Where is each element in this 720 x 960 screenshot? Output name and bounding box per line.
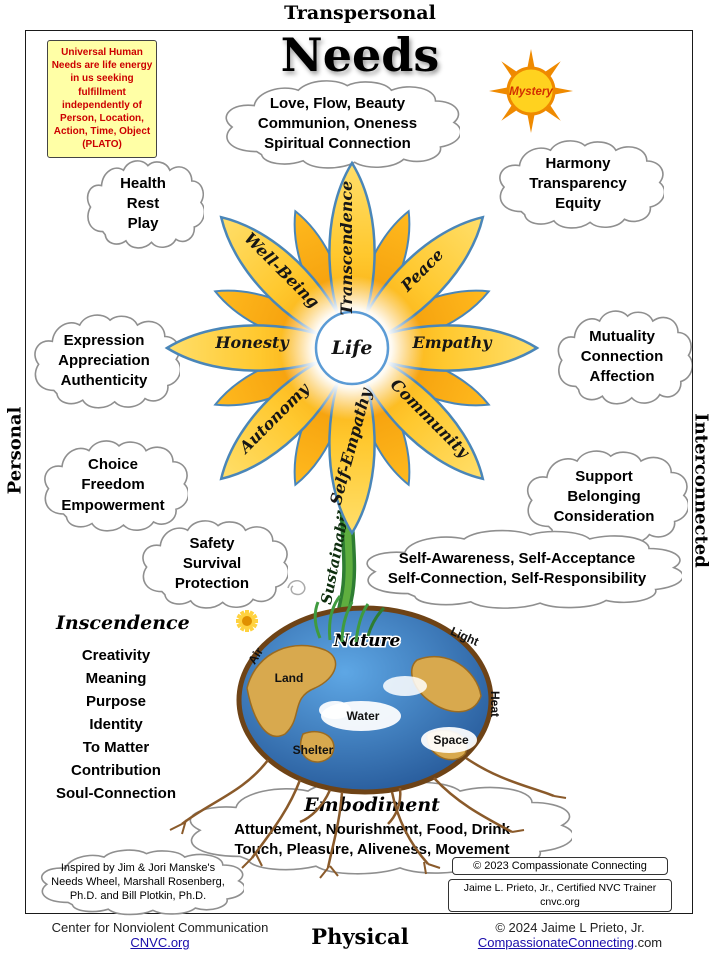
need-line: Support: [575, 467, 633, 485]
list-item: Creativity: [81, 647, 151, 664]
copyright-2024: © 2024 Jaime L Prieto, Jr.: [495, 920, 645, 935]
cnvc-link[interactable]: CNVC.org: [130, 935, 190, 950]
list-item: Identity: [89, 716, 143, 733]
inscendence-heading: Inscendence: [56, 612, 190, 634]
need-line: Rest: [126, 194, 160, 212]
cloud-shape: [136, 518, 288, 610]
trainer-name: Jaime L. Prieto, Jr., Certified NVC Trai…: [463, 882, 657, 894]
list-item: Purpose: [85, 693, 146, 710]
edge-label-interconnected: Interconnected: [690, 413, 712, 568]
credit-line: Ph.D. and Bill Plotkin, Ph.D.: [69, 890, 207, 903]
need-line: Transparency: [529, 174, 627, 192]
need-line: Attunement, Nourishment, Food, Drink: [234, 821, 510, 839]
need-line: Love, Flow, Beauty: [269, 94, 406, 112]
credit-line: Inspired by Jim & Jori Manske's: [60, 861, 216, 874]
link-suffix: .com: [633, 935, 663, 950]
need-line: Play: [127, 215, 159, 233]
compassionate-connecting-link[interactable]: CompassionateConnecting: [477, 935, 634, 950]
embodiment-heading: Embodiment: [304, 794, 440, 817]
footer-copyright: © 2024 Jaime L Prieto, Jr. Compassionate…: [430, 920, 710, 950]
need-line: Self-Awareness, Self-Acceptance: [398, 549, 636, 567]
need-line: Health: [120, 174, 166, 192]
page-title: Needs: [280, 28, 440, 82]
cloud-safety: Safety Survival Protection: [136, 518, 288, 610]
plato-note: Universal Human Needs are life energy in…: [47, 40, 157, 158]
cloud-self-awareness: Self-Awareness, Self-Acceptance Self-Con…: [352, 528, 682, 610]
copyright-2023-box: © 2023 Compassionate Connecting: [452, 857, 668, 875]
cloud-health: Health Rest Play: [82, 158, 204, 250]
cloud-spiritual-connection: Love, Flow, Beauty Communion, Oneness Sp…: [215, 78, 460, 170]
need-line: Authenticity: [60, 372, 148, 390]
cloud-shape: [492, 138, 664, 230]
need-line: Mutuality: [589, 327, 655, 345]
poster-border: [25, 30, 693, 914]
need-line: Protection: [174, 575, 250, 593]
cloud-shape: [352, 528, 682, 610]
need-line: Connection: [580, 347, 664, 365]
need-line: Survival: [182, 554, 242, 572]
cloud-support: Support Belonging Consideration: [520, 448, 688, 546]
list-item: To Matter: [82, 739, 150, 756]
cloud-harmony: Harmony Transparency Equity: [492, 138, 664, 230]
cloud-mutuality: Mutuality Connection Affection: [552, 308, 692, 406]
need-line: Communion, Oneness: [257, 114, 418, 132]
cnvc-org-text: cnvc.org: [540, 895, 580, 908]
need-line: Safety: [189, 534, 235, 552]
need-line: Affection: [589, 368, 655, 386]
need-line: Self-Connection, Self-Responsibility: [387, 570, 647, 587]
cloud-shape: [215, 78, 460, 170]
list-item: Contribution: [71, 762, 161, 779]
need-line: Equity: [555, 195, 601, 213]
need-line: Harmony: [545, 154, 611, 172]
inscendence-list: Creativity Meaning Purpose Identity To M…: [30, 644, 202, 805]
need-line: Freedom: [81, 476, 145, 494]
need-line: Consideration: [553, 508, 655, 526]
cnvc-title: Center for Nonviolent Communication: [51, 920, 269, 935]
list-item: Meaning: [85, 670, 147, 687]
trainer-credit-box: Jaime L. Prieto, Jr., Certified NVC Trai…: [448, 879, 672, 913]
need-line: Empowerment: [61, 496, 165, 514]
need-line: Expression: [63, 331, 145, 349]
list-item: Soul-Connection: [56, 785, 176, 802]
cloud-inspired-by: Inspired by Jim & Jori Manske's Needs Wh…: [32, 848, 244, 916]
need-line: Choice: [87, 456, 138, 474]
edge-label-personal: Personal: [4, 406, 26, 495]
footer-cnvc: Center for Nonviolent Communication CNVC…: [10, 920, 310, 950]
cloud-shape: [38, 438, 188, 533]
cloud-expression: Expression Appreciation Authenticity: [28, 312, 180, 410]
cloud-shape: [552, 308, 692, 406]
credit-line: Needs Wheel, Marshall Rosenberg,: [51, 875, 225, 888]
edge-label-transpersonal: Transpersonal: [284, 2, 436, 24]
need-line: Spiritual Connection: [264, 135, 411, 153]
cloud-choice: Choice Freedom Empowerment: [38, 438, 188, 533]
cloud-shape: [82, 158, 204, 250]
edge-label-physical: Physical: [311, 924, 409, 949]
need-line: Appreciation: [58, 351, 150, 369]
need-line: Belonging: [567, 487, 641, 505]
